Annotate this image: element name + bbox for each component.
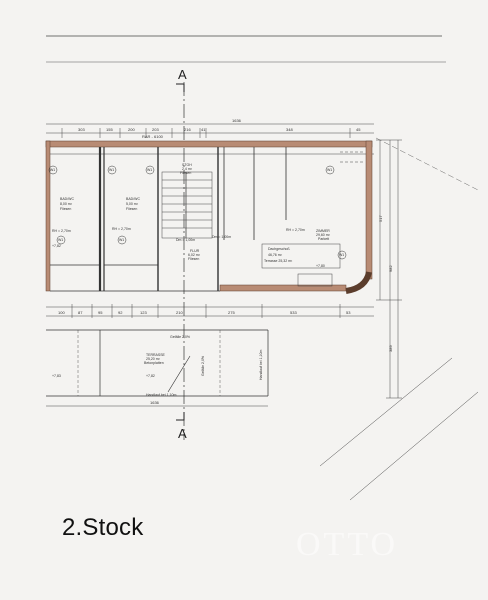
room-name: BAD/WC — [60, 197, 74, 201]
level-mark: +7,82 — [146, 374, 155, 378]
level-mark: +7,80 — [316, 264, 325, 268]
dimension-value: 200 — [128, 127, 135, 132]
room-area: 6,02 m² — [188, 253, 201, 257]
annotation: Handlauf bei 1,10m — [259, 350, 263, 380]
floor-label: 2.Stock — [62, 514, 144, 541]
roof-edge-line — [375, 137, 479, 191]
room-floor: Fliesen — [60, 207, 71, 211]
room-height: RH = 2,70m — [286, 228, 305, 232]
dimension-value: 203 — [152, 127, 159, 132]
watermark-logo: OTTO — [296, 526, 399, 563]
section-arrow-bottom — [176, 412, 185, 421]
dimension-value: 216 — [184, 127, 191, 132]
window-marker-label: W1 — [50, 168, 55, 172]
annotation: Dm = 1,00m — [176, 238, 195, 242]
room-height: RH = 2,70m — [52, 229, 71, 233]
skylight-box — [297, 273, 333, 287]
wall-curve — [345, 271, 372, 294]
dimension-chain-top — [46, 123, 374, 155]
room-name: BAD/WC — [126, 197, 140, 201]
dimension-value: 982 — [388, 265, 393, 272]
room-area: 25,20 m² — [146, 357, 161, 361]
room-floor: Betonplatten — [144, 361, 164, 365]
room-area: 8,00 m² — [60, 202, 73, 206]
room-floor: Parkett — [318, 237, 329, 241]
room-name: TERRASSE — [146, 353, 166, 357]
dimension-value: 92 — [118, 310, 123, 315]
roof-edge-line — [319, 357, 453, 467]
section-arrow-top — [176, 83, 185, 92]
level-mark: +7,83 — [52, 374, 61, 378]
window-marker-label: W1 — [109, 168, 114, 172]
room-name: FLUR — [190, 249, 200, 253]
exterior-walls — [45, 140, 373, 292]
window-marker-label: W1 — [58, 238, 63, 242]
terrace-outline — [46, 329, 269, 397]
room-name: STGH — [182, 163, 192, 167]
dimension-value: 95 — [98, 310, 103, 315]
window-marker-label: W1 — [147, 168, 152, 172]
dimension-chain-bottom — [46, 304, 374, 407]
roof-edge-line — [349, 391, 479, 501]
room-area: 5,00 m² — [126, 202, 139, 206]
dimension-value: 389 — [388, 345, 393, 352]
dimension-value: 87 — [78, 310, 83, 315]
window-marker-label: W1 — [327, 168, 332, 172]
dimension-value: 210 — [176, 310, 183, 315]
section-label-top: A — [178, 67, 187, 82]
dimension-value: 348 — [286, 127, 293, 132]
section-label-bottom: A — [178, 426, 187, 441]
dimension-value: 275 — [228, 310, 235, 315]
room-floor: Fliesen — [188, 257, 199, 261]
room-area: 2,4 m² — [182, 167, 193, 171]
dimension-chain-right — [376, 139, 402, 399]
dimension-value: 53 — [346, 310, 351, 315]
annotation: Dm = 1,00m — [212, 235, 231, 239]
dachgeschoss-title: Dachgeschoß — [268, 247, 290, 251]
dachgeschoss-area: 46,76 m² — [268, 253, 283, 257]
dimension-value: 533 — [290, 310, 297, 315]
room-name: ZIMMER — [316, 229, 330, 233]
level-mark: +7,82 — [52, 244, 61, 248]
interior-walls — [50, 147, 287, 292]
annotation: Gefälle 2,0% — [201, 356, 205, 376]
annotation: Handlauf bei 1,10m — [146, 393, 176, 397]
dachgeschoss-terrace: Terrasse 25,32 m² — [264, 259, 293, 263]
dimension-value: 517 — [378, 215, 383, 222]
staircase — [161, 171, 213, 239]
dimension-value: 41 — [201, 127, 206, 132]
dimension-value: 155 — [106, 127, 113, 132]
room-floor: Fliesen — [126, 207, 137, 211]
dimension-value: 45 — [356, 127, 361, 132]
room-floor: Fliesen — [180, 171, 191, 175]
dimension-value: 123 — [140, 310, 147, 315]
dimension-total-top: 1636 — [232, 118, 242, 123]
rar-label: RAR - 6100 — [142, 134, 164, 139]
room-area: 29,60 m² — [316, 233, 331, 237]
dimension-value: 303 — [78, 127, 85, 132]
dachgeschoss-box — [261, 243, 341, 269]
dimension-total-bottom: 1636 — [150, 400, 160, 405]
slope-arrow — [167, 355, 191, 393]
window-marker-label: W1 — [119, 238, 124, 242]
dimension-value: 100 — [58, 310, 65, 315]
window-marker-label: W1 — [339, 253, 344, 257]
window-markers — [48, 165, 347, 260]
room-height: RH = 2,70m — [112, 227, 131, 231]
annotation: Gefälle 2,0% — [170, 335, 190, 339]
